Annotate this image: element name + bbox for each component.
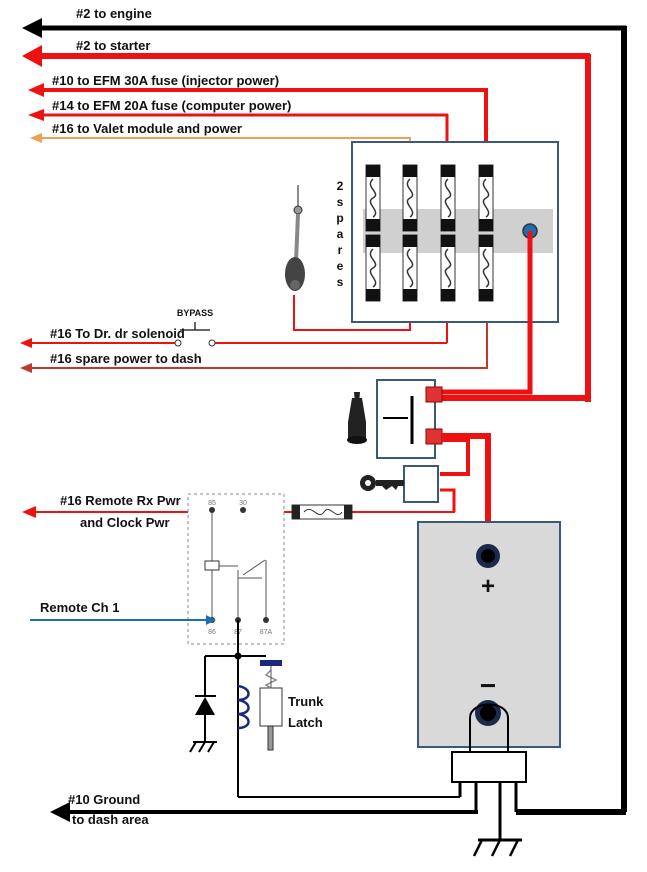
label-trunk-2: Latch	[288, 715, 323, 730]
key-switch	[403, 465, 439, 503]
relay-pin-85: 85	[208, 500, 216, 507]
relay-pin-87a: 87A	[260, 629, 273, 636]
label-ground-1: #10 Ground	[68, 792, 140, 807]
fuse-icon	[291, 504, 353, 520]
spares-char: s	[337, 275, 344, 289]
bypass-switch: BYPASS	[174, 308, 216, 347]
label-trunk-1: Trunk	[288, 694, 324, 709]
blade-fuse	[478, 164, 494, 232]
label-remote-rx-1: #16 Remote Rx Pwr	[60, 493, 181, 508]
label-remote-rx-2: and Clock Pwr	[80, 515, 170, 530]
blade-fuse	[440, 234, 456, 302]
relay-pin-86: 86	[208, 629, 216, 636]
blade-fuse	[402, 234, 418, 302]
antenna-icon	[285, 185, 305, 291]
remote-ch-wire	[30, 615, 216, 625]
relay-output-wiring	[204, 620, 460, 798]
label-engine: #2 to engine	[76, 6, 152, 21]
relay: 85 30 86 87 87A	[187, 493, 285, 645]
starter-wire	[22, 45, 591, 402]
blade-fuse	[440, 164, 456, 232]
bypass-label: BYPASS	[177, 308, 213, 318]
blade-fuse	[478, 234, 494, 302]
solenoid-icon	[237, 660, 283, 751]
engine-wire	[22, 18, 627, 812]
diode-icon	[195, 695, 216, 742]
blade-fuse	[402, 164, 418, 232]
spares-label: 2 s p a r e s	[336, 179, 343, 289]
ground-block	[451, 703, 626, 857]
blade-fuse	[365, 234, 381, 302]
battery: + −	[417, 521, 561, 748]
blade-fuse	[365, 164, 381, 232]
spares-char: e	[337, 259, 344, 273]
spares-char: s	[337, 195, 344, 209]
label-computer: #14 to EFM 20A fuse (computer power)	[52, 98, 291, 113]
label-ground-2: to dash area	[72, 812, 149, 827]
knob-icon	[347, 392, 367, 444]
fuse-rows	[365, 164, 494, 302]
label-dash: #16 spare power to dash	[50, 351, 202, 366]
label-door: #16 To Dr. dr solenoid	[50, 326, 185, 341]
relay-pin-30: 30	[239, 500, 247, 507]
spares-char: a	[337, 227, 344, 241]
key-icon	[360, 475, 404, 491]
label-valet: #16 to Valet module and power	[52, 121, 242, 136]
battery-minus: −	[480, 670, 496, 701]
master-switch	[376, 379, 443, 459]
label-remote-ch: Remote Ch 1	[40, 600, 119, 615]
spares-char: p	[336, 211, 343, 225]
label-injector: #10 to EFM 30A fuse (injector power)	[52, 73, 279, 88]
ground-wire	[50, 802, 478, 822]
spares-char: r	[338, 243, 343, 257]
spares-char: 2	[337, 179, 344, 193]
battery-plus: +	[481, 573, 495, 600]
label-starter: #2 to starter	[76, 38, 150, 53]
ground-icon	[189, 741, 217, 753]
